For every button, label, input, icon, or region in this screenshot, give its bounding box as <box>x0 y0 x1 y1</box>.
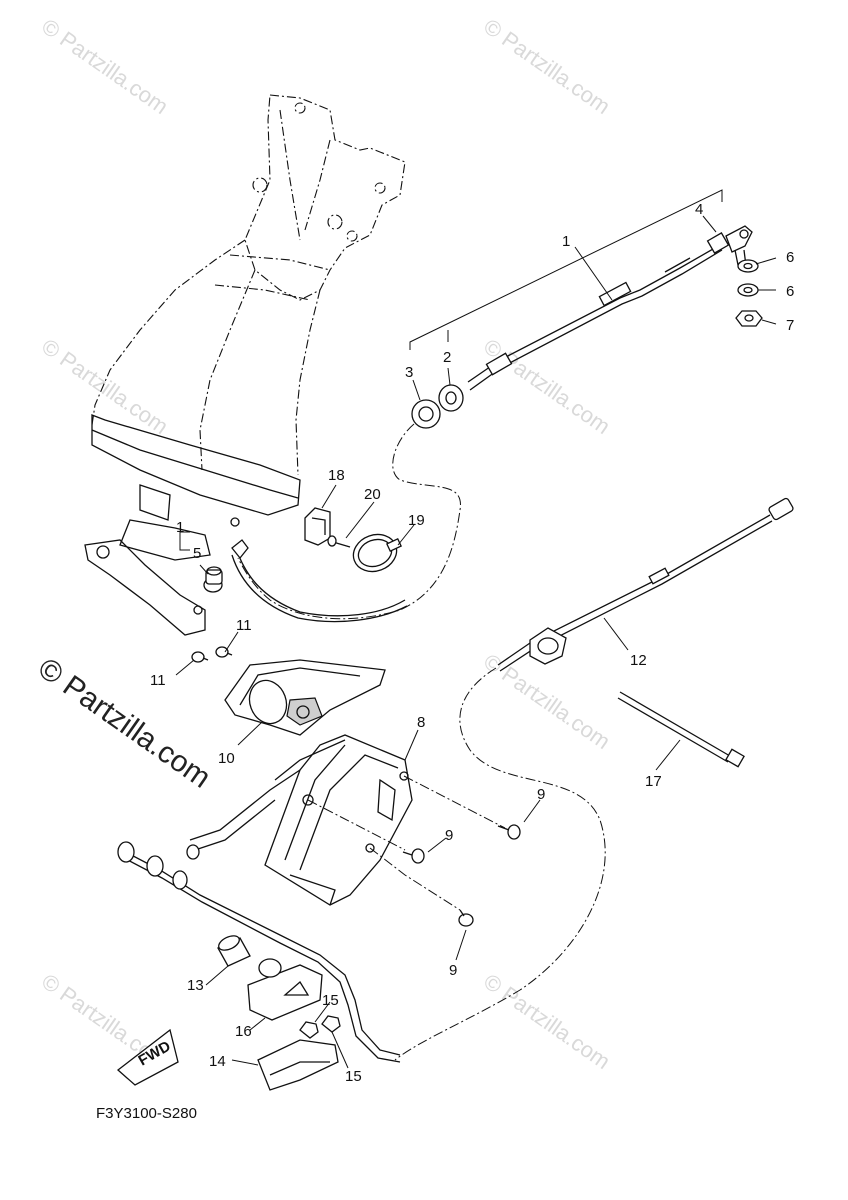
part-9-bolt <box>458 909 474 927</box>
part-20-bolt <box>327 535 351 548</box>
callout-15: 15 <box>322 992 339 1009</box>
callout-11: 11 <box>236 617 252 634</box>
fwd-arrow-icon: FWD <box>116 1028 179 1086</box>
watermark: © Partzilla.com <box>479 969 615 1075</box>
callout-12: 12 <box>630 652 647 669</box>
callout-5: 5 <box>193 545 201 562</box>
part-14-bracket <box>257 1039 339 1091</box>
watermark-main: © Partzilla.com <box>32 652 217 795</box>
part-19-band <box>352 533 402 573</box>
part-8-bracket <box>189 734 413 906</box>
callout-10: 10 <box>218 750 235 767</box>
callout-1: 1 <box>176 519 184 536</box>
watermark: © Partzilla.com <box>479 14 615 120</box>
cable-route-dashed <box>237 423 461 620</box>
callout-9: 9 <box>449 962 457 979</box>
part-9-bolt <box>497 824 521 840</box>
part-1-cable-lower <box>235 547 406 617</box>
diagram-code: F3Y3100-S280 <box>96 1105 197 1122</box>
callout-11: 11 <box>150 672 166 689</box>
part-3-nut <box>411 399 441 429</box>
watermark: © Partzilla.com <box>479 334 615 440</box>
hull-frame-ghost <box>91 94 406 476</box>
callout-1: 1 <box>562 233 570 250</box>
watermark: © Partzilla.com <box>37 14 173 120</box>
callout-20: 20 <box>364 486 381 503</box>
part-15-nut <box>299 1021 319 1039</box>
callout-2: 2 <box>443 349 451 366</box>
part-6-washer <box>737 259 759 273</box>
lower-cable <box>117 841 401 1063</box>
part-10-housing <box>224 659 386 736</box>
part-11-screw <box>191 651 209 663</box>
callout-6: 6 <box>786 249 794 266</box>
part-18-clip <box>304 507 331 546</box>
part-11-screw <box>215 646 233 658</box>
part-15-nut <box>321 1015 341 1033</box>
callout-17: 17 <box>645 773 662 790</box>
part-5-fitting <box>203 566 223 593</box>
callout-14: 14 <box>209 1053 226 1070</box>
part-13-sleeve <box>217 935 251 967</box>
cable-route-dashed <box>394 667 606 1061</box>
part-1-cable <box>467 225 753 391</box>
callout-15: 15 <box>345 1068 362 1085</box>
callout-7: 7 <box>786 317 794 334</box>
part-12-cable <box>497 497 794 672</box>
callout-8: 8 <box>417 714 425 731</box>
callout-4: 4 <box>695 201 703 218</box>
part-16-holder <box>247 958 323 1021</box>
part-6-washer <box>737 283 759 297</box>
callout-3: 3 <box>405 364 413 381</box>
callout-13: 13 <box>187 977 204 994</box>
part-9-bolt <box>402 848 425 864</box>
part-2-washer <box>438 384 464 412</box>
hull-lower-bracket <box>84 414 301 636</box>
callout-19: 19 <box>408 512 425 529</box>
callout-labels: 1 2 3 4 6 6 7 1 5 18 20 19 11 11 12 8 10… <box>150 201 794 1085</box>
leader-lines <box>175 189 777 1069</box>
part-7-nut <box>735 310 763 327</box>
callout-9: 9 <box>445 827 453 844</box>
part-17-cable-tie <box>617 691 745 768</box>
callout-16: 16 <box>235 1023 252 1040</box>
watermark: © Partzilla.com <box>37 334 173 440</box>
callout-6: 6 <box>786 283 794 300</box>
callout-9: 9 <box>537 786 545 803</box>
callout-18: 18 <box>328 467 345 484</box>
